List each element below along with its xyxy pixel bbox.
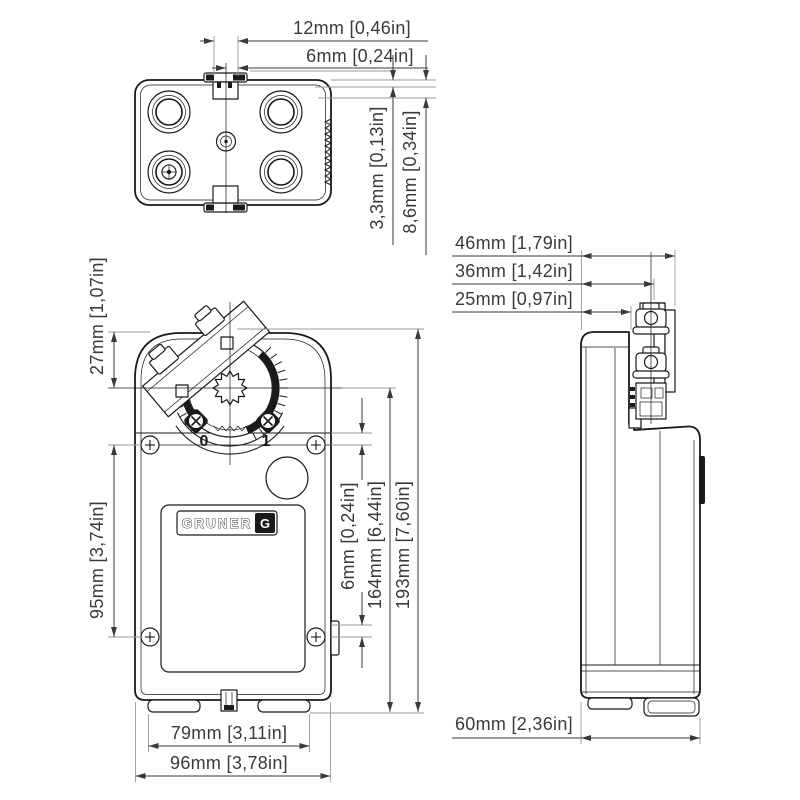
side-foot-right xyxy=(643,697,700,717)
scale-zero: 0 xyxy=(200,433,209,450)
dim-overall-width: 96mm [3,78in] xyxy=(170,753,288,773)
knockout-circle xyxy=(265,456,309,500)
brand-plate: GRUNER G xyxy=(176,510,278,536)
dim-mount-hole-span: 95mm [3,74in] xyxy=(87,501,107,619)
brand-text: GRUNER xyxy=(182,516,253,531)
corner-screws xyxy=(140,435,326,647)
clamp-screw-a xyxy=(220,336,234,350)
dim-clamp-height: 27mm [1,07in] xyxy=(87,257,107,375)
front-right-dimensions: 6mm [0,24in] 164mm [6,44in] 193mm [7,60i… xyxy=(237,328,424,714)
dim-overall-depth: 60mm [2,36in] xyxy=(455,714,573,734)
brand-emblem-letter: G xyxy=(260,516,270,531)
front-view: GRUNER G xyxy=(108,300,342,713)
dim-clamp-depth-c: 25mm [0,97in] xyxy=(455,289,573,309)
top-view xyxy=(134,63,333,213)
foot-right xyxy=(257,699,311,713)
side-view-dimensions: 46mm [1,79in] 36mm [1,42in] 25mm [0,97in… xyxy=(452,233,701,744)
dim-body-height: 164mm [6,44in] xyxy=(365,481,385,609)
clamp-screw-b xyxy=(175,384,189,398)
boss-circles xyxy=(147,90,303,194)
access-panel xyxy=(160,504,306,673)
dial-screw-right xyxy=(256,409,280,433)
dim-top-depth-b: 8,6mm [0,34in] xyxy=(400,110,420,233)
foot-left xyxy=(147,699,201,713)
top-view-dimensions: 12mm [0,46in] 6mm [0,24in] 3,3mm [0,13in… xyxy=(200,18,436,255)
dim-feet-span: 79mm [3,11in] xyxy=(171,723,288,743)
brand-emblem xyxy=(255,513,275,533)
front-left-dimensions: 27mm [1,07in] 95mm [3,74in] xyxy=(87,257,150,638)
side-connector-tab xyxy=(699,456,705,504)
dim-top-depth-a: 3,3mm [0,13in] xyxy=(367,106,387,229)
side-latch xyxy=(330,620,340,656)
side-foot-left xyxy=(587,697,633,710)
scale-one: 1 xyxy=(262,433,271,450)
side-clamp-assembly xyxy=(630,302,676,420)
dim-clamp-depth-b: 36mm [1,42in] xyxy=(455,261,573,281)
front-bottom-dimensions: 79mm [3,11in] 96mm [3,78in] xyxy=(135,702,331,782)
dim-clamp-depth-a: 46mm [1,79in] xyxy=(455,233,573,253)
dim-edge-offset: 6mm [0,24in] xyxy=(338,482,358,590)
side-view xyxy=(580,252,705,717)
dim-overall-height: 193mm [7,60in] xyxy=(393,481,413,609)
rib-edge xyxy=(323,118,333,186)
dial-screw-left xyxy=(184,409,208,433)
dim-top-slot-half: 6mm [0,24in] xyxy=(306,46,414,66)
dim-top-slot-width: 12mm [0,46in] xyxy=(293,18,411,38)
